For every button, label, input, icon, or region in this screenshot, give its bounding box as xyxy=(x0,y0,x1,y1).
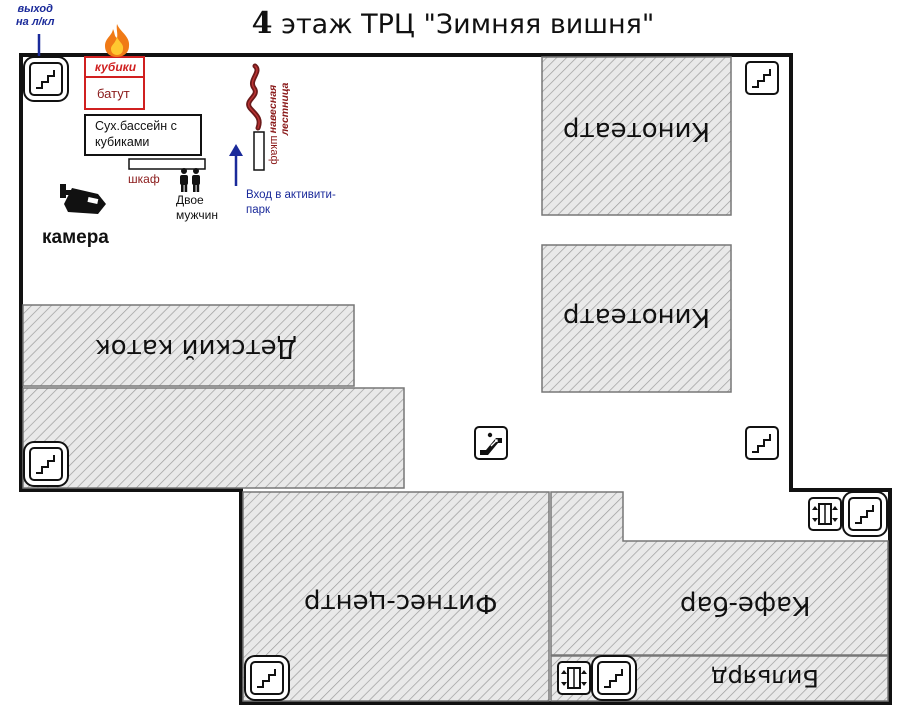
stairs-icon xyxy=(29,447,63,481)
stairs-icon xyxy=(250,661,284,695)
stairs-icon xyxy=(745,426,779,460)
kids-rink-area xyxy=(22,304,355,387)
cinema-top-label: Кинотеатр xyxy=(563,116,710,146)
stairs-icon xyxy=(29,62,63,96)
two-men-label: Двое мужчин xyxy=(176,193,218,222)
stairs-icon xyxy=(597,661,631,695)
fitness-area xyxy=(242,491,550,702)
billiards-label: Бильярд xyxy=(711,664,819,692)
fitness-label: Фитнес-центр xyxy=(304,588,498,618)
elevator-icon xyxy=(808,497,842,531)
kubiki-label: кубики xyxy=(94,60,137,74)
lower-left-area xyxy=(22,387,405,489)
cafe-bar-label: Кафе-бар xyxy=(679,590,811,620)
floor-number: 4 xyxy=(251,6,273,41)
wardrobe-vertical-box xyxy=(253,131,265,171)
wardrobe-horizontal-box xyxy=(128,158,206,170)
camera-label: камера xyxy=(42,227,109,248)
cinema-bottom-area xyxy=(541,244,732,393)
page-title: 4 этаж ТРЦ "Зимняя вишня" xyxy=(0,6,906,41)
batut-label: батут xyxy=(97,86,130,101)
dry-pool-box xyxy=(84,114,202,156)
camera-icon xyxy=(60,184,106,214)
exit-note-line2: на л/кл xyxy=(16,16,55,28)
dry-pool-label: Сух.бассейн с кубиками xyxy=(95,119,177,149)
elevator-icon xyxy=(557,661,591,695)
fire-icon xyxy=(105,24,130,57)
kids-rink-label: Детский каток xyxy=(95,333,297,363)
cafe-bar-area xyxy=(550,491,889,656)
exit-note: выход на л/кл xyxy=(16,3,54,29)
escalator-icon xyxy=(474,426,508,460)
cinema-top-area xyxy=(541,56,732,216)
title-text: этаж ТРЦ "Зимняя вишня" xyxy=(281,9,655,40)
wardrobe-vertical-label: шкаф xyxy=(268,135,280,165)
batut-box xyxy=(84,76,145,110)
exit-note-line1: выход xyxy=(17,3,53,15)
wardrobe-horizontal-label: шкаф xyxy=(128,172,160,186)
stairs-icon xyxy=(848,497,882,531)
stairs-icon xyxy=(745,61,779,95)
entrance-label: Вход в активити-парк xyxy=(246,189,336,216)
arrow-up-icon xyxy=(229,144,243,186)
people-icon xyxy=(180,168,200,192)
cinema-bottom-label: Кинотеатр xyxy=(563,302,710,332)
